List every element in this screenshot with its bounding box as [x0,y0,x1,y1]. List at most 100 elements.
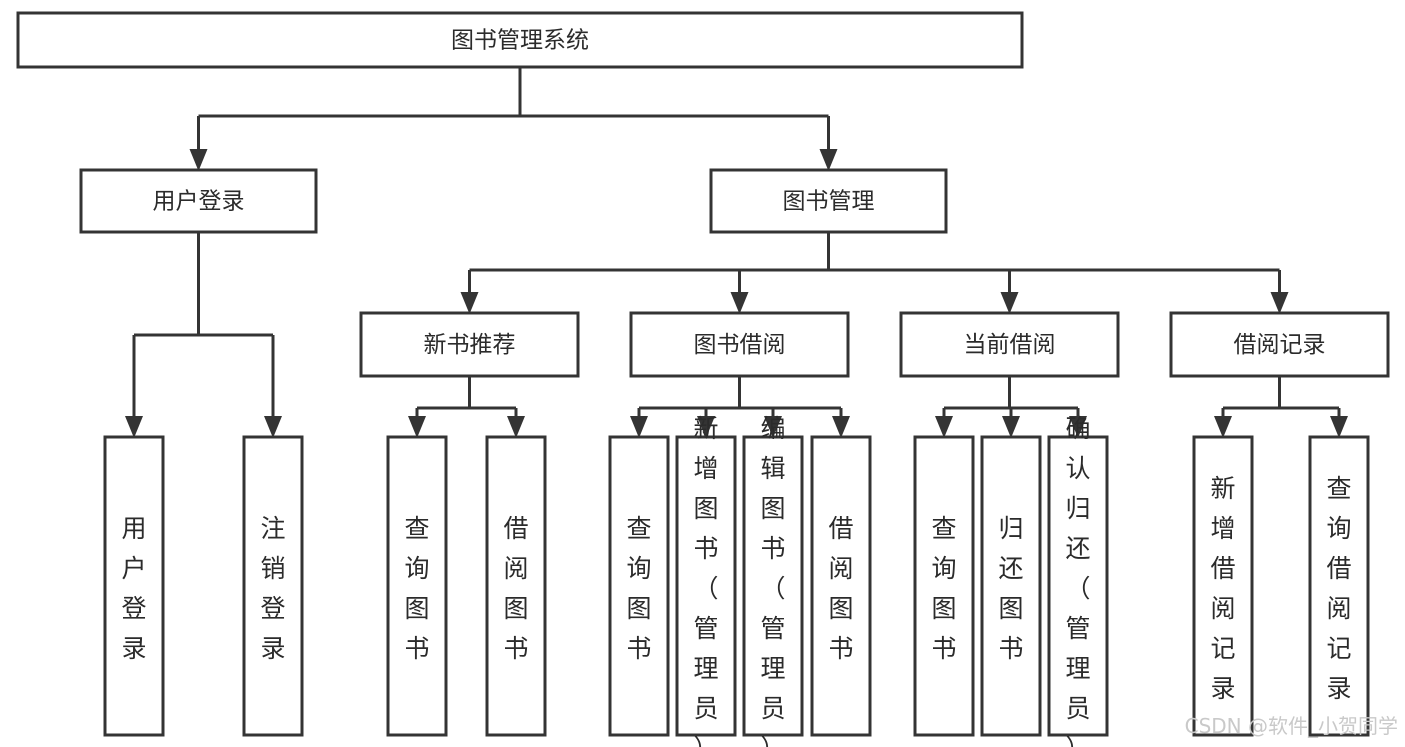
svg-text:询: 询 [1326,514,1351,543]
svg-text:管: 管 [693,614,718,643]
node-leaf-用户登录[interactable] [103,435,165,737]
node-level2-用户登录[interactable] [79,168,318,234]
svg-text:阅: 阅 [1326,594,1351,623]
svg-text:记: 记 [1210,634,1235,663]
node-leaf-查询借阅记录[interactable] [1308,435,1370,737]
node-level3-新书推荐[interactable] [359,311,580,378]
arrow-head-icon [630,416,648,438]
svg-text:销: 销 [260,554,285,583]
svg-text:员: 员 [1065,694,1090,723]
svg-text:新: 新 [1210,474,1235,503]
svg-text:图: 图 [931,594,956,623]
node-leaf-注销登录[interactable] [242,435,304,737]
svg-text:书: 书 [626,634,651,663]
node-leaf-查询图书[interactable] [386,435,448,737]
svg-text:录: 录 [121,634,146,663]
arrow-head-icon [697,416,715,438]
svg-text:员: 员 [760,694,785,723]
svg-text:增: 增 [1210,514,1235,543]
arrow-head-icon [264,416,282,438]
node-root-图书管理系统[interactable] [16,11,1024,69]
svg-text:图: 图 [760,494,785,523]
svg-text:辑: 辑 [760,454,785,483]
svg-text:记: 记 [1326,634,1351,663]
svg-text:借: 借 [1326,554,1351,583]
svg-text:书: 书 [998,634,1023,663]
node-label-level3-0: 新书推荐 [424,332,516,358]
node-layer: 图书管理系统用户登录图书管理新书推荐图书借阅当前借阅借阅记录用户登录注销登录查询… [16,11,1390,747]
node-leaf-确认归还（管理员）[interactable] [1047,435,1109,737]
svg-text:用: 用 [121,514,146,543]
node-leaf-新增借阅记录[interactable] [1192,435,1254,737]
svg-text:认: 认 [1065,454,1090,483]
node-label-level3-2: 当前借阅 [964,332,1056,358]
svg-text:图: 图 [693,494,718,523]
node-label-leaf-0: 用户登录 [121,514,146,663]
arrow-head-icon [764,416,782,438]
svg-text:书: 书 [760,534,785,563]
svg-text:询: 询 [404,554,429,583]
svg-text:阅: 阅 [503,554,528,583]
svg-text:阅: 阅 [828,554,853,583]
svg-text:书: 书 [503,634,528,663]
svg-text:归: 归 [1065,494,1090,523]
svg-text:书: 书 [404,634,429,663]
node-level2-图书管理[interactable] [709,168,948,234]
node-label-level3-1: 图书借阅 [694,332,786,358]
node-label-level2-0: 用户登录 [153,189,245,215]
node-leaf-编辑图书（管理员）[interactable] [742,435,804,737]
svg-text:确: 确 [1065,414,1090,443]
node-leaf-查询图书[interactable] [913,435,975,737]
svg-text:户: 户 [121,554,146,583]
svg-text:管: 管 [760,614,785,643]
svg-text:借: 借 [828,514,853,543]
node-label-root: 图书管理系统 [451,28,589,54]
arrow-head-icon [819,149,838,171]
svg-text:录: 录 [260,634,285,663]
node-level3-图书借阅[interactable] [629,311,850,378]
svg-text:书: 书 [693,534,718,563]
svg-text:询: 询 [626,554,651,583]
node-leaf-查询图书[interactable] [608,435,670,737]
svg-text:归: 归 [998,514,1023,543]
svg-text:图: 图 [503,594,528,623]
arrow-head-icon [1270,292,1289,314]
arrow-head-icon [730,292,749,314]
svg-text:图: 图 [998,594,1023,623]
arrow-head-icon [832,416,850,438]
arrow-head-icon [1002,416,1020,438]
svg-text:）: ） [693,734,718,747]
svg-text:询: 询 [931,554,956,583]
arrow-head-icon [1000,292,1019,314]
node-level3-当前借阅[interactable] [899,311,1120,378]
svg-text:（: （ [693,574,718,603]
svg-text:书: 书 [931,634,956,663]
svg-text:注: 注 [260,514,285,543]
node-leaf-借阅图书[interactable] [810,435,872,737]
arrow-head-icon [1069,416,1087,438]
node-leaf-归还图书[interactable] [980,435,1042,737]
node-leaf-新增图书（管理员）[interactable] [675,435,737,737]
svg-text:员: 员 [693,694,718,723]
arrow-head-icon [125,416,143,438]
svg-text:录: 录 [1326,674,1351,703]
csdn-watermark: CSDN @软件_小贺同学 [1185,714,1398,738]
svg-text:书: 书 [828,634,853,663]
svg-text:登: 登 [121,594,146,623]
svg-text:（: （ [760,574,785,603]
svg-text:还: 还 [1065,534,1090,563]
svg-text:借: 借 [1210,554,1235,583]
node-label-level3-3: 借阅记录 [1234,332,1326,358]
svg-text:查: 查 [931,514,956,543]
node-leaf-借阅图书[interactable] [485,435,547,737]
node-level3-借阅记录[interactable] [1169,311,1390,378]
svg-text:查: 查 [1326,474,1351,503]
svg-text:（: （ [1065,574,1090,603]
